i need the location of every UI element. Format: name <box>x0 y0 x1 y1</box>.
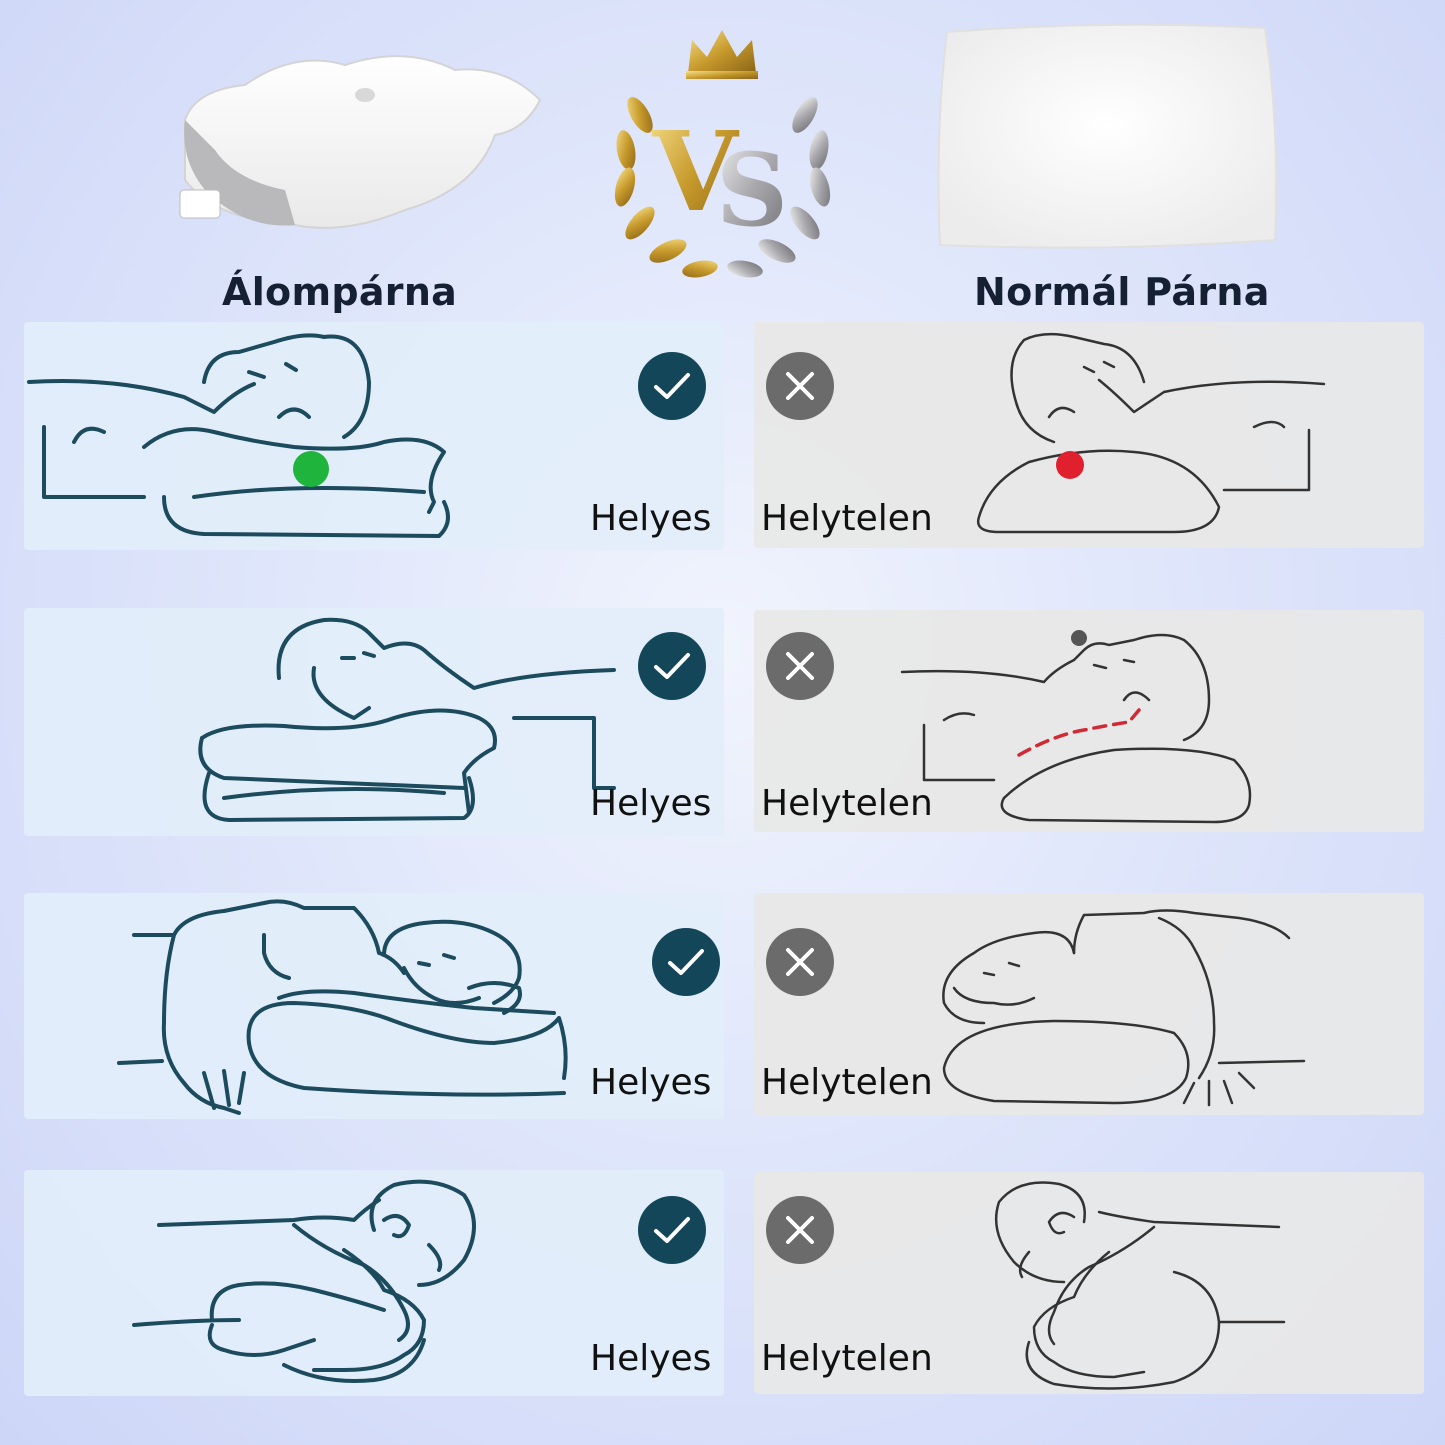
bad-card-row-4 <box>754 1172 1424 1394</box>
back-sleeping-normal-illustration <box>976 332 1326 534</box>
back-tilted-normal-illustration <box>900 630 1252 824</box>
cross-badge-row-2 <box>766 632 834 700</box>
cross-badge-row-1 <box>766 352 834 420</box>
green-support-dot <box>293 451 329 487</box>
checkmark-icon <box>654 373 690 399</box>
check-badge-row-2 <box>638 632 706 700</box>
side-sleeping-contour-illustration <box>117 899 568 1115</box>
check-badge-row-4 <box>638 1196 706 1264</box>
vs-letter-s: S <box>716 131 788 249</box>
good-verdict-row-3: Helyes <box>590 1062 712 1103</box>
back-tilted-contour-illustration <box>198 617 616 822</box>
back-sleeping-contour-illustration <box>27 333 450 538</box>
vs-emblem-icon: V S <box>614 30 831 278</box>
normal-pillow-image <box>937 23 1278 249</box>
good-verdict-row-1: Helyes <box>590 498 712 539</box>
fetal-sleeping-normal-illustration <box>994 1181 1286 1390</box>
checkmark-icon <box>654 653 690 679</box>
bad-verdict-row-4: Helytelen <box>761 1338 933 1379</box>
right-column-title: Normál Párna <box>974 270 1270 314</box>
x-mark-icon <box>786 1216 814 1244</box>
bad-card-row-1 <box>754 322 1424 548</box>
cross-badge-row-4 <box>766 1196 834 1264</box>
red-pressure-dot <box>1056 451 1084 479</box>
vs-letter-v: V <box>651 107 739 236</box>
side-sleeping-normal-illustration <box>942 909 1306 1107</box>
bad-verdict-row-1: Helytelen <box>761 498 933 539</box>
good-verdict-row-4: Helyes <box>590 1338 712 1379</box>
checkmark-icon <box>654 1217 690 1243</box>
cross-badge-row-3 <box>766 928 834 996</box>
good-card-row-3 <box>24 893 724 1119</box>
fetal-sleeping-contour-illustration <box>132 1179 476 1383</box>
bad-card-row-3 <box>754 893 1424 1115</box>
check-badge-row-1 <box>638 352 706 420</box>
good-verdict-row-2: Helyes <box>590 783 712 824</box>
check-badge-row-3 <box>652 928 720 996</box>
x-mark-icon <box>786 948 814 976</box>
checkmark-icon <box>668 949 704 975</box>
contour-pillow-image <box>179 55 542 229</box>
bad-verdict-row-3: Helytelen <box>761 1062 933 1103</box>
good-card-row-1 <box>24 322 724 550</box>
x-mark-icon <box>786 652 814 680</box>
x-mark-icon <box>786 372 814 400</box>
pain-spot-icon <box>1071 630 1087 646</box>
spine-misalignment-line <box>1017 708 1141 757</box>
left-column-title: Álompárna <box>222 270 458 314</box>
bad-verdict-row-2: Helytelen <box>761 783 933 824</box>
